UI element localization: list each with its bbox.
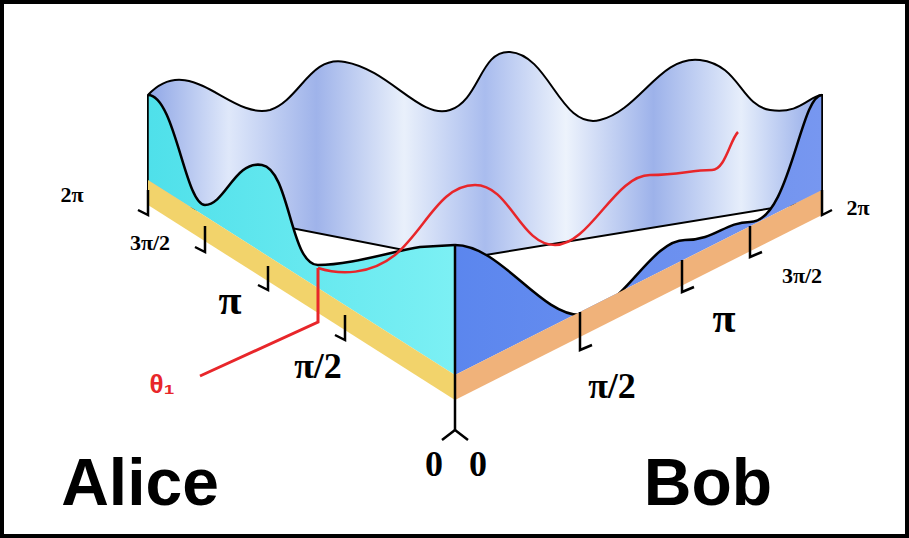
alice-ticks — [138, 190, 345, 340]
axis-tick-label: 3π/2 — [782, 265, 822, 287]
axis-tick-label: π/2 — [588, 368, 636, 404]
back-edge — [821, 95, 823, 190]
axis-tick-label: 2π — [60, 184, 83, 206]
alice-axis-strip — [148, 180, 455, 400]
corner-edge — [454, 245, 457, 430]
red-trajectory — [318, 132, 738, 272]
bob-axis-strip — [455, 190, 822, 400]
bob-profile — [455, 95, 822, 315]
axis-tick-label: 2π — [846, 197, 869, 219]
bob-ticks — [580, 190, 832, 350]
axis-tick-label: π/2 — [294, 348, 342, 384]
axis-tick-label: 3π/2 — [130, 232, 170, 254]
alice-face — [148, 95, 455, 375]
back-edge — [147, 95, 149, 180]
party-name: Bob — [644, 449, 772, 515]
party-name: Alice — [61, 449, 219, 515]
axis-origin-label: 0 — [469, 446, 487, 482]
axis-tick-label: π — [218, 279, 241, 321]
axis-tick-label: π — [712, 297, 735, 339]
theta-label: θ₁ — [150, 371, 175, 397]
axis-origin-label: 0 — [425, 446, 443, 482]
origin-tick — [442, 430, 468, 440]
